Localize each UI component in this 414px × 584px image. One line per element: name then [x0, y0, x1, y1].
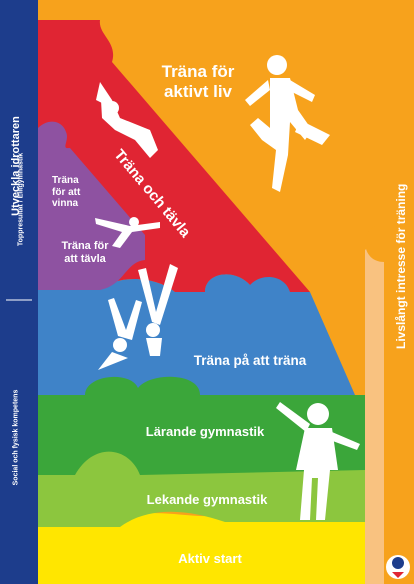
- band-aktiv-start: [38, 513, 365, 584]
- right-bar-knob: [365, 224, 384, 262]
- leap-silhouette: [95, 217, 160, 248]
- left-bar-toppresultat: Toppresultat / Elitgymnastik: [17, 152, 25, 247]
- runner-silhouette: [245, 55, 330, 192]
- label-aktiv-start: Aktiv start: [178, 551, 242, 566]
- puzzle-knob-blue: [205, 274, 290, 292]
- right-orange-bar: [384, 0, 414, 584]
- gymnastics-federation-logo: [386, 555, 410, 579]
- label-lekande-gymnastik: Lekande gymnastik: [146, 492, 268, 507]
- band-larande: [38, 395, 365, 475]
- band-trana-pa-att-trana: [38, 274, 355, 395]
- triangle-trana-for-att-vinna: [38, 128, 145, 290]
- puzzle-knob-purple: [38, 121, 70, 160]
- left-navy-bar: [0, 0, 38, 584]
- puzzle-knob-green: [85, 376, 200, 395]
- right-bar-livslangt-intresse: Livslångt intresse för träning: [394, 183, 408, 349]
- label-trana-for-aktivt-liv: Träna för aktivt liv: [161, 62, 235, 101]
- vault-silhouette: [96, 82, 158, 158]
- left-bar-social-fysisk: Social och fysisk kompetens: [12, 389, 20, 486]
- label-trana-for-att-vinna: Träna för att vinna: [52, 175, 81, 209]
- label-trana-for-att-tavla: Träna för att tävla: [61, 240, 109, 265]
- child-silhouette: [276, 402, 360, 520]
- label-larande-gymnastik: Lärande gymnastik: [145, 424, 265, 439]
- cartwheel-silhouette-1: [98, 298, 142, 370]
- label-trana-pa-att-trana: Träna på att träna: [193, 353, 307, 368]
- cartwheel-silhouette-2: [138, 264, 178, 356]
